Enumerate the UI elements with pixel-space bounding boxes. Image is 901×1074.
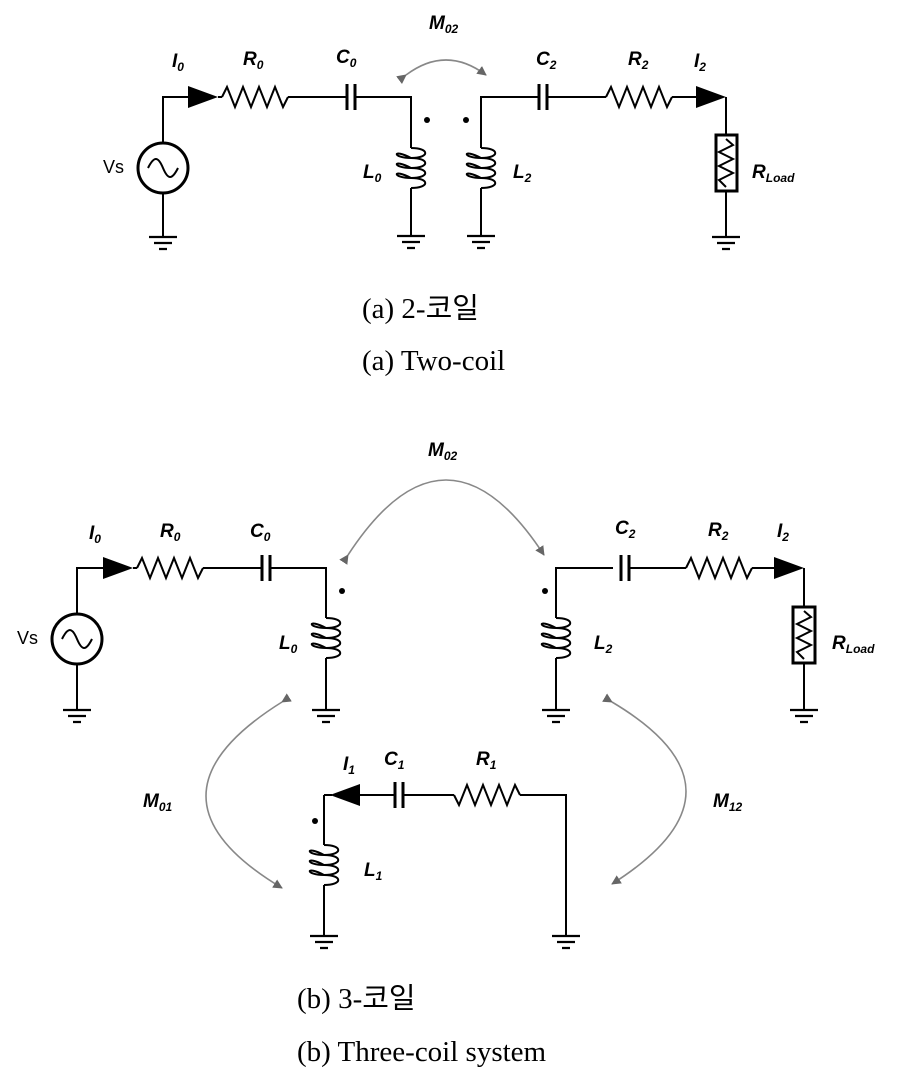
label-l0: L0 xyxy=(363,162,382,185)
capacitor-icon xyxy=(260,555,272,581)
load-resistor-icon xyxy=(791,605,817,665)
inductor-icon xyxy=(308,844,340,886)
label-m01: M01 xyxy=(143,791,173,814)
label-m12: M12 xyxy=(713,791,743,814)
ac-source-icon xyxy=(50,612,104,666)
ground-icon xyxy=(63,708,91,724)
source-wiring xyxy=(162,96,190,237)
wire xyxy=(271,567,327,618)
ground-icon xyxy=(312,708,340,724)
ground-icon xyxy=(542,708,570,724)
ground-icon xyxy=(467,234,495,250)
inductor-icon xyxy=(465,147,497,189)
label-i2: I2 xyxy=(694,51,706,74)
current-arrow-icon xyxy=(330,784,360,806)
capacitor-icon xyxy=(537,84,549,110)
mutual-inductance-arrow xyxy=(602,693,687,885)
polarity-dot xyxy=(542,588,548,594)
caption-english: (a) Two-coil xyxy=(362,345,505,377)
label-r1: R1 xyxy=(476,749,497,772)
ground-icon xyxy=(149,235,177,251)
label-c1: C1 xyxy=(384,749,405,772)
label-r0: R0 xyxy=(160,521,181,544)
mutual-inductance-arrow xyxy=(339,479,545,565)
ac-source-icon xyxy=(136,141,190,195)
mutual-inductance-arrow xyxy=(396,59,487,85)
wire xyxy=(555,567,613,618)
mutual-inductance-arrow xyxy=(205,693,292,889)
load-resistor-icon xyxy=(714,133,739,193)
resistor-icon xyxy=(453,782,521,808)
polarity-dot xyxy=(339,588,345,594)
label-m02: M02 xyxy=(429,13,459,36)
label-i1: I1 xyxy=(343,754,355,777)
current-arrow-icon xyxy=(103,557,133,579)
label-rload: RLoad xyxy=(752,162,795,185)
polarity-dot xyxy=(312,818,318,824)
caption-korean: (b) 3-코일 xyxy=(297,983,416,1015)
ground-icon xyxy=(552,934,580,950)
inductor-icon xyxy=(540,617,572,659)
caption-english: (b) Three-coil system xyxy=(297,1036,547,1068)
label-rload: RLoad xyxy=(832,633,875,656)
label-l1: L1 xyxy=(364,860,383,883)
ground-icon xyxy=(310,934,338,950)
wire xyxy=(356,96,412,148)
source-wiring xyxy=(76,567,104,710)
wire xyxy=(480,96,538,148)
label-r0: R0 xyxy=(243,49,264,72)
ground-icon xyxy=(790,708,818,724)
polarity-dot xyxy=(463,117,469,123)
label-r2: R2 xyxy=(628,49,649,72)
current-arrow-icon xyxy=(188,86,218,108)
label-l2: L2 xyxy=(594,633,613,656)
two-coil-circuit: Vs xyxy=(103,13,795,377)
resistor-icon xyxy=(685,555,753,581)
label-m02: M02 xyxy=(428,440,458,463)
current-arrow-icon xyxy=(696,86,726,108)
label-c2: C2 xyxy=(536,49,557,72)
source-label: Vs xyxy=(103,157,124,177)
current-arrow-icon xyxy=(774,557,804,579)
inductor-icon xyxy=(310,617,342,659)
capacitor-icon xyxy=(619,555,631,581)
label-r2: R2 xyxy=(708,520,729,543)
caption-korean: (a) 2-코일 xyxy=(362,293,479,325)
ground-icon xyxy=(397,234,425,250)
three-coil-circuit: Vs xyxy=(17,440,875,1068)
capacitor-icon xyxy=(393,782,405,808)
label-i0: I0 xyxy=(172,51,184,74)
resistor-icon xyxy=(136,555,204,581)
label-c0: C0 xyxy=(250,521,271,544)
resistor-icon xyxy=(221,84,289,110)
source-label: Vs xyxy=(17,628,38,648)
label-l0: L0 xyxy=(279,633,298,656)
label-i0: I0 xyxy=(89,523,101,546)
label-i2: I2 xyxy=(777,521,789,544)
wire xyxy=(323,794,332,845)
inductor-icon xyxy=(395,147,427,189)
ground-icon xyxy=(712,235,740,251)
wire xyxy=(520,794,567,936)
label-c2: C2 xyxy=(615,518,636,541)
label-c0: C0 xyxy=(336,47,357,70)
capacitor-icon xyxy=(345,84,357,110)
label-l2: L2 xyxy=(513,162,532,185)
resistor-icon xyxy=(605,84,673,110)
polarity-dot xyxy=(424,117,430,123)
